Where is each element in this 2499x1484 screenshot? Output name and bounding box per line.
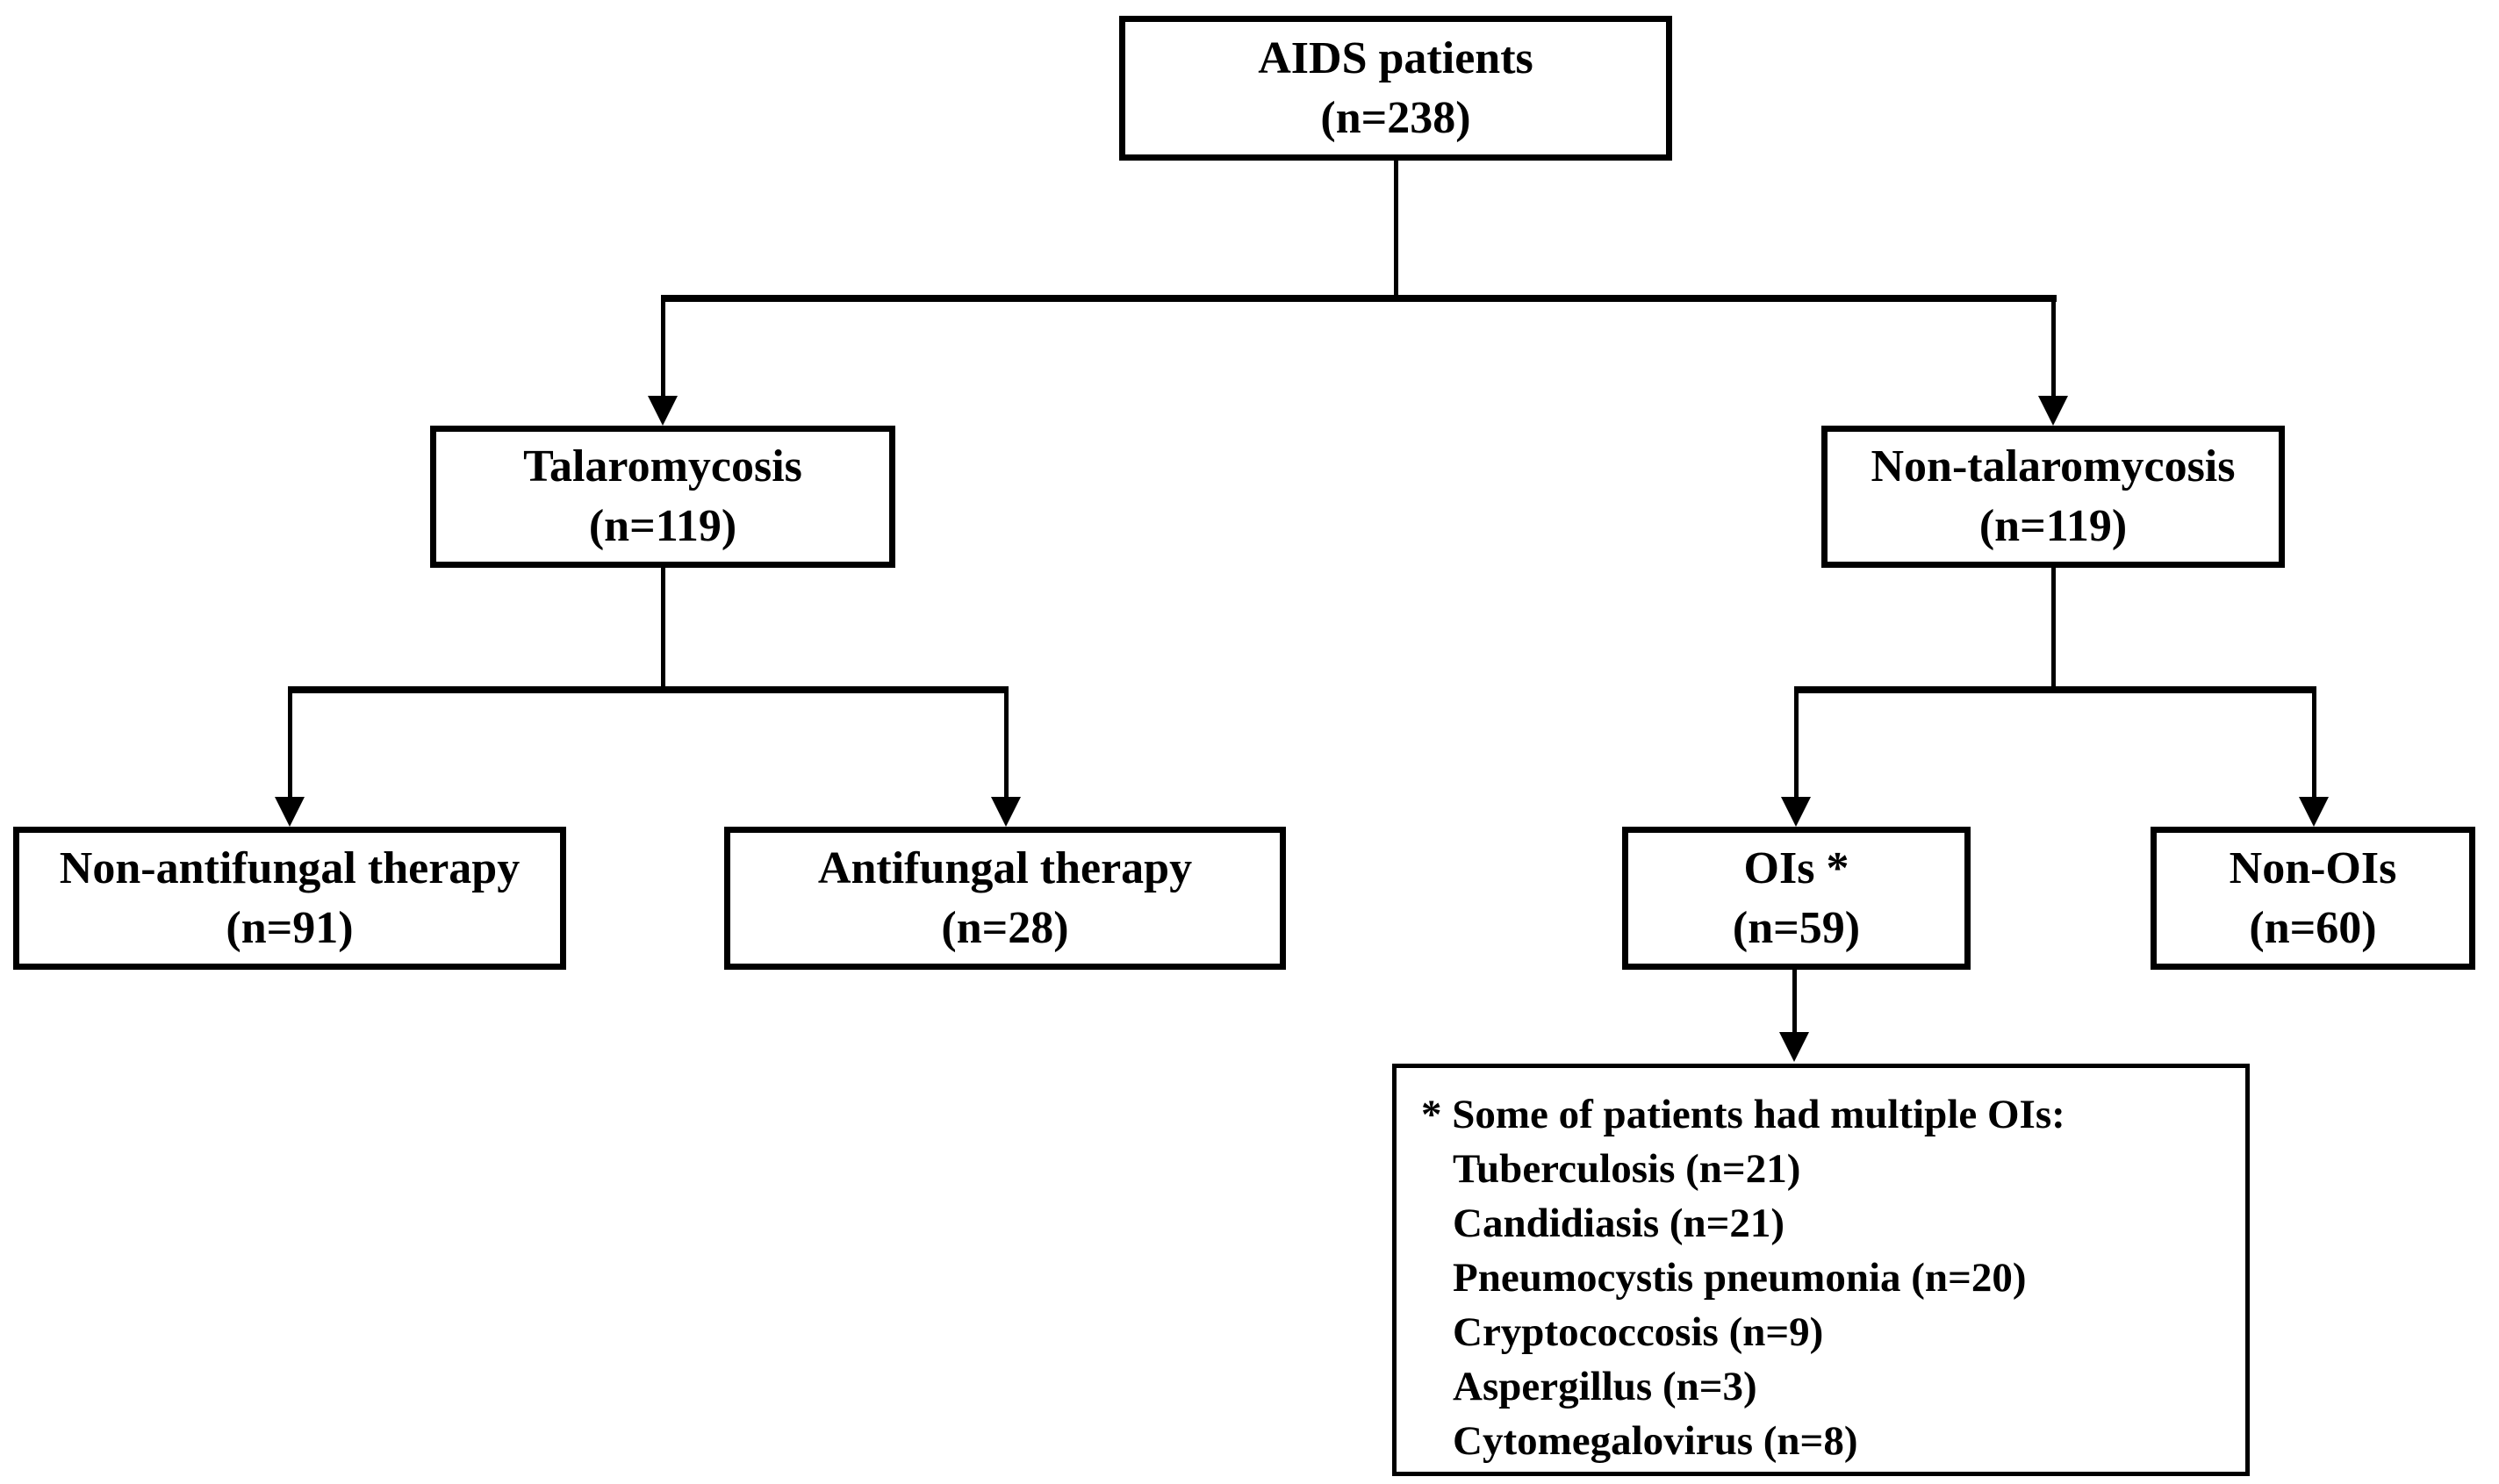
- node-antifungal-therapy-count: (n=28): [941, 902, 1069, 953]
- note-box-multiple-ois: * Some of patients had multiple OIs: Tub…: [1392, 1064, 2250, 1476]
- node-aids-patients: AIDS patients (n=238): [1119, 16, 1672, 161]
- node-aids-patients-label: AIDS patients: [1258, 32, 1533, 83]
- connector-therapy-split-bar: [288, 686, 1009, 693]
- arrow-down-non-talaromycosis-icon: [2038, 396, 2068, 426]
- connector-talaromycosis-shaft: [661, 295, 665, 398]
- node-ois-label: OIs *: [1743, 842, 1849, 893]
- note-item-aspergillus: Aspergillus (n=3): [1453, 1364, 1757, 1409]
- connector-non-antifungal-shaft: [288, 686, 292, 800]
- arrow-down-antifungal-icon: [991, 797, 1021, 827]
- node-talaromycosis-count: (n=119): [588, 501, 737, 551]
- connector-level1-split-bar: [661, 295, 2057, 302]
- connector-ois-shaft: [1794, 686, 1799, 800]
- connector-antifungal-shaft: [1004, 686, 1009, 800]
- node-antifungal-therapy: Antifungal therapy (n=28): [724, 827, 1286, 970]
- node-ois-count: (n=59): [1732, 902, 1861, 953]
- arrow-down-talaromycosis-icon: [648, 396, 678, 426]
- note-item-candidiasis: Candidiasis (n=21): [1453, 1201, 1785, 1246]
- node-ois: OIs * (n=59): [1622, 827, 1971, 970]
- note-item-pneumocystis: Pneumocystis pneumonia (n=20): [1453, 1255, 2027, 1301]
- connector-ois-split-bar: [1794, 686, 2316, 693]
- connector-non-ois-shaft: [2312, 686, 2316, 800]
- node-antifungal-therapy-label: Antifungal therapy: [817, 842, 1193, 893]
- node-non-talaromycosis: Non-talaromycosis (n=119): [1821, 426, 2285, 568]
- node-non-antifungal-therapy: Non-antifungal therapy (n=91): [13, 827, 566, 970]
- arrow-down-note-icon: [1779, 1032, 1809, 1062]
- note-item-tuberculosis: Tuberculosis (n=21): [1453, 1146, 1801, 1192]
- connector-non-talaromycosis-shaft: [2051, 295, 2056, 398]
- node-non-ois-count: (n=60): [2249, 902, 2377, 953]
- node-non-talaromycosis-label: Non-talaromycosis: [1871, 441, 2236, 491]
- node-non-talaromycosis-count: (n=119): [1978, 501, 2128, 551]
- connector-non-talaromycosis-stem: [2051, 568, 2056, 693]
- note-item-cryptococcosis: Cryptococcosis (n=9): [1453, 1309, 1824, 1355]
- node-non-antifungal-therapy-label: Non-antifungal therapy: [59, 842, 521, 893]
- connector-ois-note-shaft: [1792, 970, 1797, 1036]
- node-non-ois-label: Non-OIs: [2229, 842, 2397, 893]
- node-talaromycosis-label: Talaromycosis: [523, 441, 802, 491]
- note-item-cytomegalovirus: Cytomegalovirus (n=8): [1453, 1418, 1858, 1464]
- connector-talaromycosis-stem: [661, 568, 665, 693]
- arrow-down-ois-icon: [1781, 797, 1811, 827]
- node-non-antifungal-therapy-count: (n=91): [226, 902, 354, 953]
- node-talaromycosis: Talaromycosis (n=119): [430, 426, 895, 568]
- arrow-down-non-ois-icon: [2299, 797, 2329, 827]
- arrow-down-non-antifungal-icon: [275, 797, 305, 827]
- connector-root-stem: [1394, 161, 1398, 298]
- node-aids-patients-count: (n=238): [1320, 92, 1471, 143]
- note-title: * Some of patients had multiple OIs:: [1421, 1092, 2065, 1137]
- node-non-ois: Non-OIs (n=60): [2151, 827, 2475, 970]
